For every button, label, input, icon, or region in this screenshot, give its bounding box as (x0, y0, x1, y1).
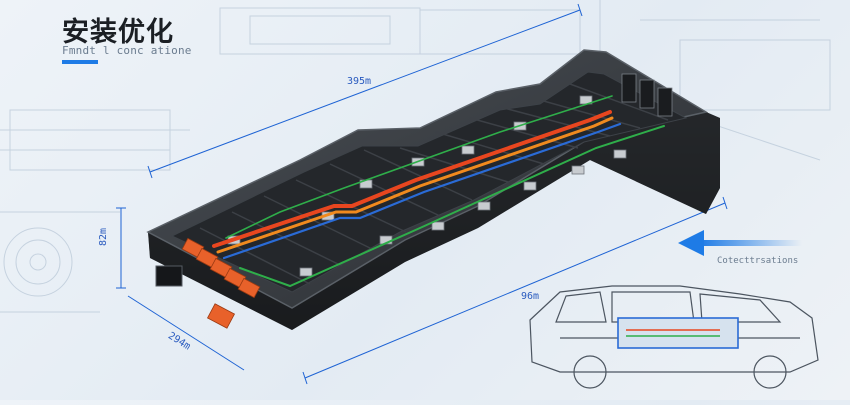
wire-green (239, 125, 665, 288)
flow-arrow-caption: Cotecttrsations (717, 256, 799, 266)
wire-green-2 (225, 95, 613, 239)
wire-harness (212, 95, 665, 288)
dimension-length-bottom: 96m (521, 291, 540, 302)
wire-blue (222, 122, 622, 260)
vehicle-battery (617, 317, 739, 349)
dimension-length-top: 395m (347, 76, 372, 87)
orange-connectors (181, 237, 261, 329)
page-title: 安装优化 (62, 17, 174, 47)
dimension-height: 82m (98, 227, 109, 246)
dimension-lines (116, 3, 728, 385)
page-subtitle: Fmndt l conc atione (62, 44, 192, 57)
flow-arrow (678, 230, 802, 256)
wire-red (212, 110, 612, 248)
terminal-blocks (621, 73, 673, 117)
black-connector (155, 265, 183, 287)
title-accent-bar (62, 60, 98, 64)
wire-orange (216, 116, 614, 254)
